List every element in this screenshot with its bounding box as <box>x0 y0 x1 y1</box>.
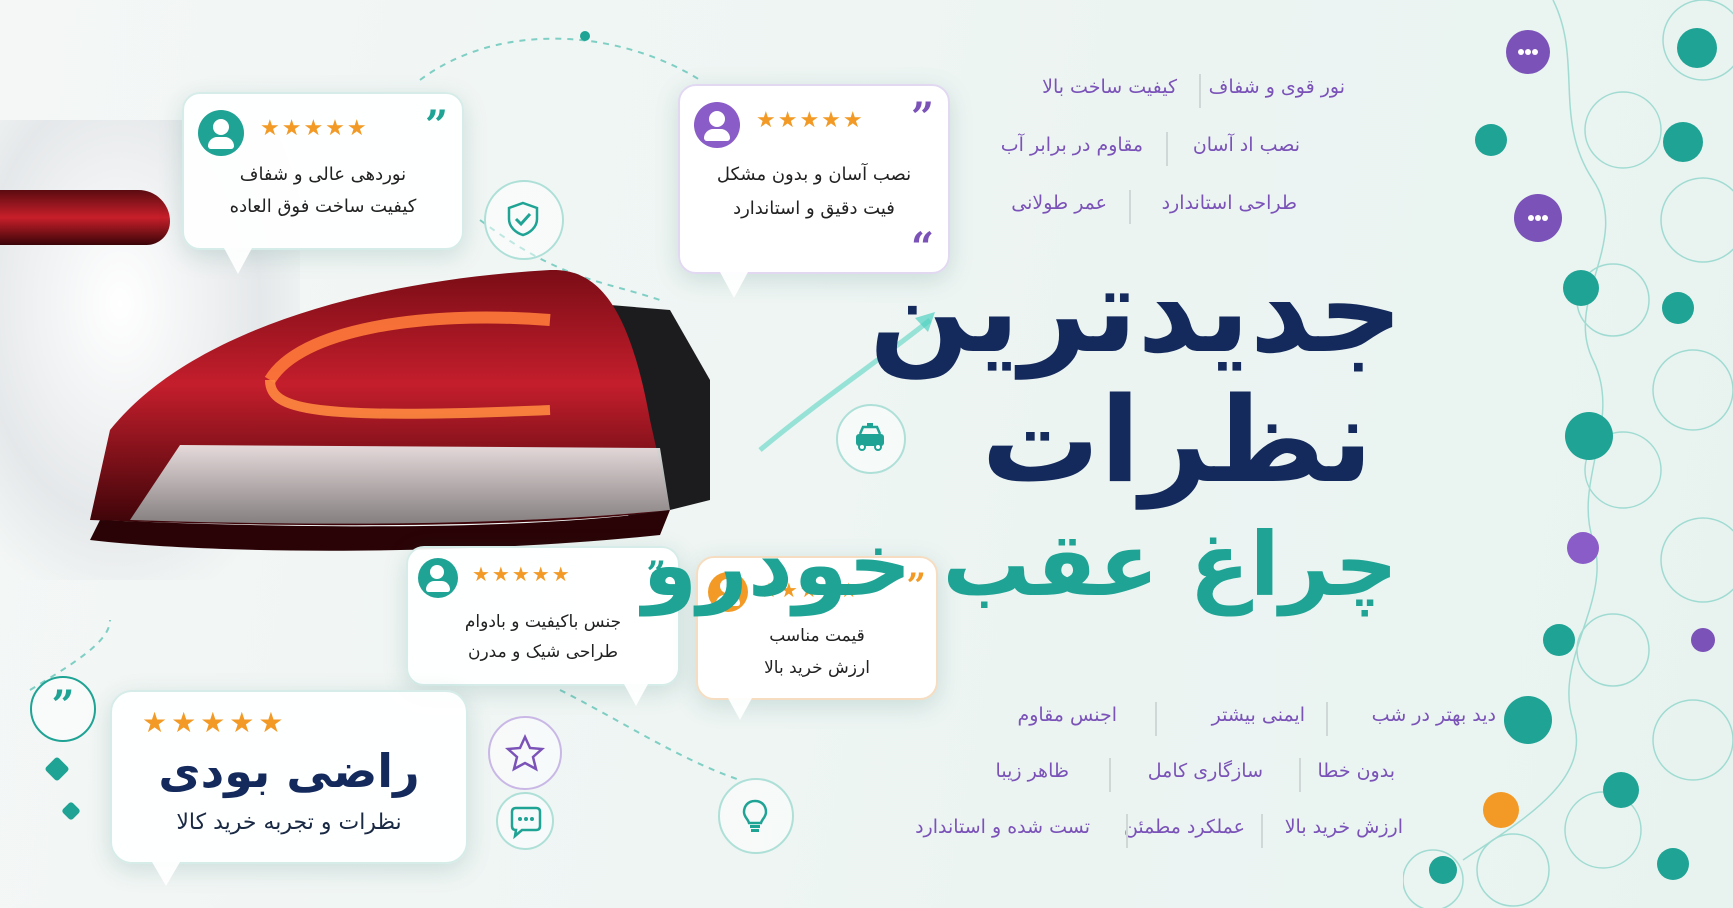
satisfaction-badge: ★★★★★ راضی بودی نظرات و تجربه خرید کالا <box>110 690 468 886</box>
review-card-2: ★★★★★ ” نصب آسان و بدون مشکل فیت دقیق و … <box>678 84 950 298</box>
decorative-pattern <box>1403 0 1733 908</box>
tag: نور قوی و شفاف <box>1208 76 1345 98</box>
lightbulb-icon <box>718 778 794 854</box>
tag-divider <box>1166 132 1168 166</box>
review-line-1: نوردهی عالی و شفاف <box>239 164 407 185</box>
review-line-1: جنس باکیفیت و بادوام <box>464 612 622 632</box>
tag: بدون خطا <box>1317 760 1395 782</box>
review-line-2: فیت دقیق و استاندارد <box>733 198 895 219</box>
tag: کیفیت ساخت بالا <box>1042 76 1177 98</box>
tag: ظاهر زیبا <box>995 760 1069 782</box>
headline-line-1: جدیدترین <box>869 241 1405 379</box>
tag-divider <box>1129 190 1131 224</box>
review-card-1: ★★★★★ ” نوردهی عالی و شفاف کیفیت ساخت فو… <box>182 92 464 274</box>
badge-stars: ★★★★★ <box>142 706 288 739</box>
user-avatar-icon <box>198 110 244 156</box>
quote-close-icon: “ <box>910 224 934 271</box>
headline-line-2: نظرات <box>981 371 1373 509</box>
quote-icon: ” <box>910 94 934 141</box>
tag: نصب اد آسان <box>1192 134 1300 156</box>
star-icon <box>488 716 562 790</box>
tag-divider <box>1109 758 1111 792</box>
tag: طراحی استاندارد <box>1161 192 1297 214</box>
rating-stars: ★★★★★ <box>472 562 572 586</box>
taxi-icon <box>836 404 906 474</box>
tag: سازگاری کامل <box>1147 760 1263 782</box>
review-card-3: ★★★★★ ” جنس باکیفیت و بادوام طراحی شیک و… <box>406 546 680 706</box>
badge-subtitle: نظرات و تجربه خرید کالا <box>176 810 402 835</box>
badge-title: راضی بودی <box>158 744 420 798</box>
taillight-image <box>70 269 770 600</box>
review-line-2: طراحی شیک و مدرن <box>467 642 619 662</box>
tag-divider <box>1261 814 1263 848</box>
tag: عمر طولانی <box>1011 192 1107 214</box>
quote-icon: ” <box>30 676 96 742</box>
tag-divider <box>1199 74 1201 108</box>
headline-line-3: چراغ عقب خودرو <box>642 513 1398 616</box>
tag: تست شده و استاندارد <box>915 816 1090 838</box>
tag-divider <box>1299 758 1301 792</box>
tag: دید بهتر در شب <box>1371 704 1496 726</box>
rating-stars: ★★★★★ <box>760 578 860 602</box>
review-line-1: قیمت مناسب <box>769 626 865 646</box>
tag: عملکرد مطمئن <box>1123 816 1245 838</box>
review-card-4: ★★★★★ ” قیمت مناسب ارزش خرید بالا <box>696 556 938 720</box>
tag: ارزش خرید بالا <box>1284 816 1403 838</box>
tag: ایمنی بیشتر <box>1211 704 1305 726</box>
car-tail-light-blur <box>0 190 170 245</box>
quote-icon: ” <box>646 554 666 594</box>
chat-icon <box>496 792 554 850</box>
user-avatar-icon <box>418 558 458 598</box>
tag: مقاوم در برابر آب <box>1000 134 1143 156</box>
tag-divider <box>1155 702 1157 736</box>
user-avatar-icon <box>694 102 740 148</box>
rating-stars: ★★★★★ <box>260 116 369 141</box>
tag-divider <box>1326 702 1328 736</box>
review-line-2: کیفیت ساخت فوق العاده <box>229 196 417 217</box>
quote-icon: ” <box>906 566 926 606</box>
user-avatar-icon <box>708 572 748 612</box>
shield-check-icon <box>484 180 564 260</box>
tag-divider <box>1126 814 1128 848</box>
rating-stars: ★★★★★ <box>756 108 865 133</box>
review-line-2: ارزش خرید بالا <box>764 658 870 678</box>
quote-icon: ” <box>424 102 448 149</box>
review-line-1: نصب آسان و بدون مشکل <box>716 164 912 185</box>
tag: اجنس مقاوم <box>1017 704 1117 726</box>
